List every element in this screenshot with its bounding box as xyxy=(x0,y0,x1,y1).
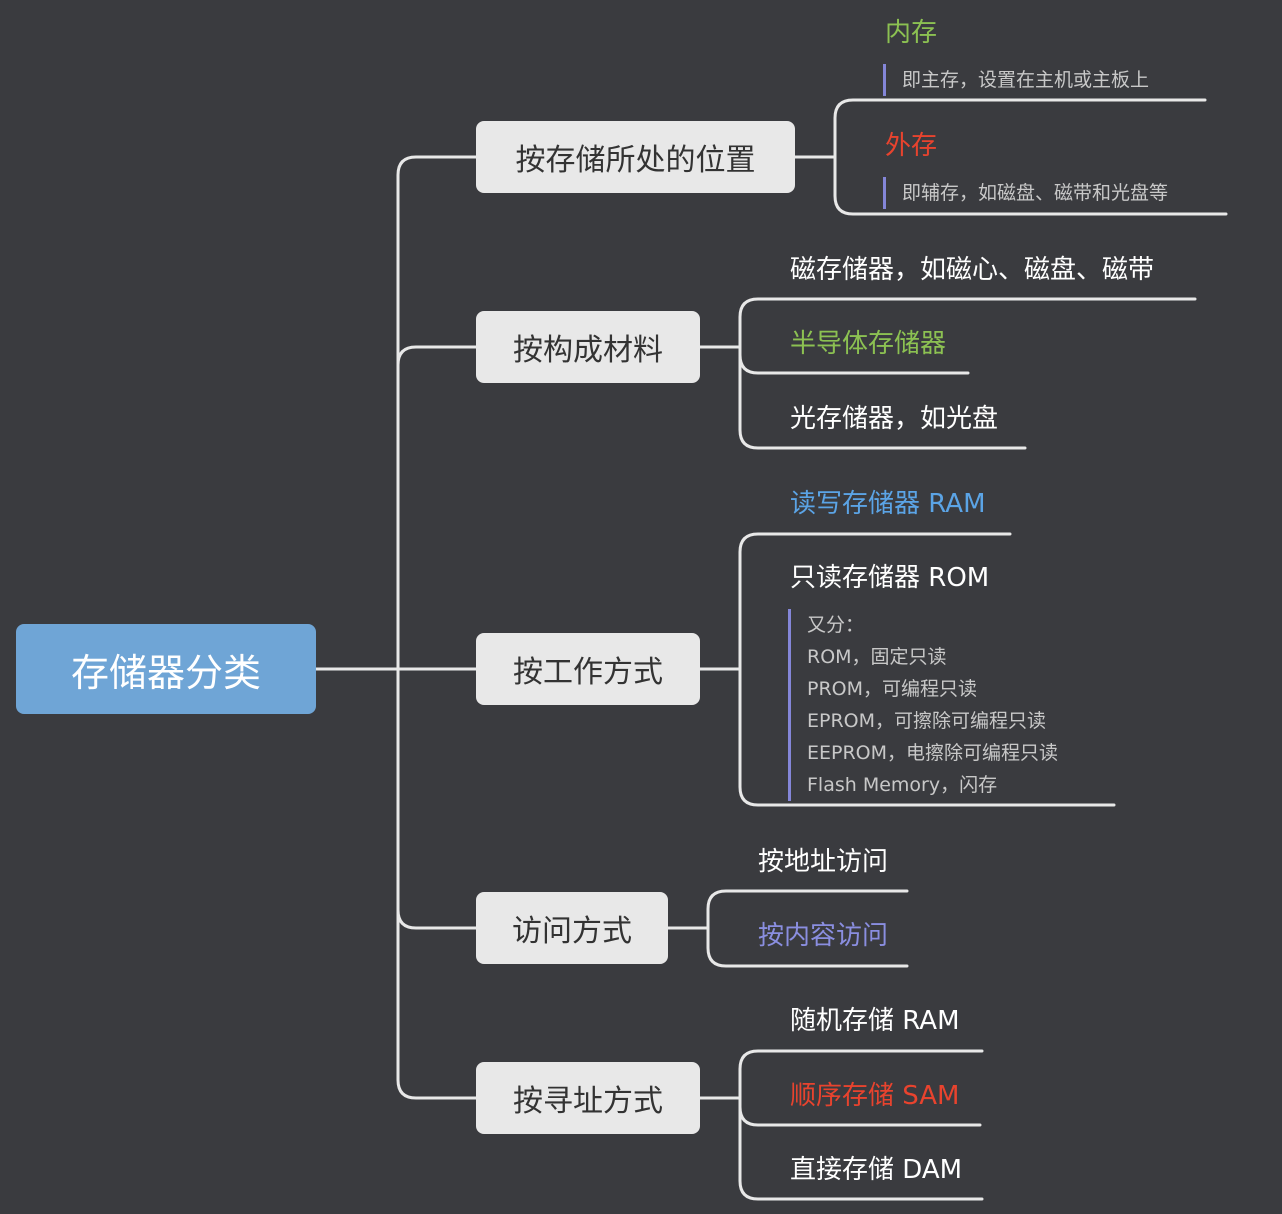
leaf-random-access[interactable]: 随机存储 RAM xyxy=(790,1006,960,1036)
leaf-direct-access[interactable]: 直接存储 DAM xyxy=(790,1155,963,1185)
leaf-internal-memory[interactable]: 内存 xyxy=(885,18,938,48)
note-line: ROM，固定只读 xyxy=(807,646,947,668)
leaf-ram[interactable]: 读写存储器 RAM xyxy=(790,489,986,519)
leaf-external-memory[interactable]: 外存 xyxy=(885,131,938,161)
branch-working-mode[interactable]: 按工作方式 xyxy=(476,633,700,705)
connector-branch-2-children xyxy=(738,297,1197,450)
leaf-sequential-access[interactable]: 顺序存储 SAM xyxy=(790,1081,960,1111)
note-line: 即辅存，如磁盘、磁带和光盘等 xyxy=(902,182,1169,204)
connector-root-branch-1 xyxy=(396,155,478,1100)
leaf-content-access[interactable]: 按内容访问 xyxy=(758,921,889,951)
connector-root-branch-4 xyxy=(396,908,478,930)
note-external-memory: 即辅存，如磁盘、磁带和光盘等 xyxy=(883,177,1168,209)
branch-access-mode[interactable]: 访问方式 xyxy=(476,892,668,964)
note-line: 又分： xyxy=(807,614,865,636)
leaf-magnetic-storage[interactable]: 磁存储器，如磁心、磁盘、磁带 xyxy=(790,255,1155,285)
leaf-rom[interactable]: 只读存储器 ROM xyxy=(790,563,990,593)
leaf-address-access[interactable]: 按地址访问 xyxy=(758,847,889,877)
note-line: Flash Memory，闪存 xyxy=(807,774,998,796)
note-line: PROM，可编程只读 xyxy=(807,678,978,700)
connector-branch-3-children xyxy=(738,532,1116,807)
note-internal-memory: 即主存，设置在主机或主板上 xyxy=(883,64,1149,96)
connector-branch-5-middle xyxy=(738,1105,982,1127)
note-line: EEPROM，电擦除可编程只读 xyxy=(807,742,1059,764)
root-node[interactable]: 存储器分类 xyxy=(16,624,316,714)
branch-addressing-mode[interactable]: 按寻址方式 xyxy=(476,1062,700,1134)
note-rom-types: 又分： ROM，固定只读 PROM，可编程只读 EPROM，可擦除可编程只读 E… xyxy=(788,609,1058,801)
connector-branch-1-children xyxy=(833,98,1228,216)
note-line: 即主存，设置在主机或主板上 xyxy=(902,69,1150,91)
branch-material[interactable]: 按构成材料 xyxy=(476,311,700,383)
connector-branch-2-middle xyxy=(738,353,970,375)
leaf-semiconductor-storage[interactable]: 半导体存储器 xyxy=(790,329,947,359)
connector-branch-5-children xyxy=(738,1049,984,1201)
leaf-optical-storage[interactable]: 光存储器，如光盘 xyxy=(790,404,999,434)
branch-location[interactable]: 按存储所处的位置 xyxy=(476,121,795,193)
note-line: EPROM，可擦除可编程只读 xyxy=(807,710,1047,732)
connector-branch-4-children xyxy=(706,889,909,968)
connector-root-branch-2 xyxy=(396,345,478,367)
